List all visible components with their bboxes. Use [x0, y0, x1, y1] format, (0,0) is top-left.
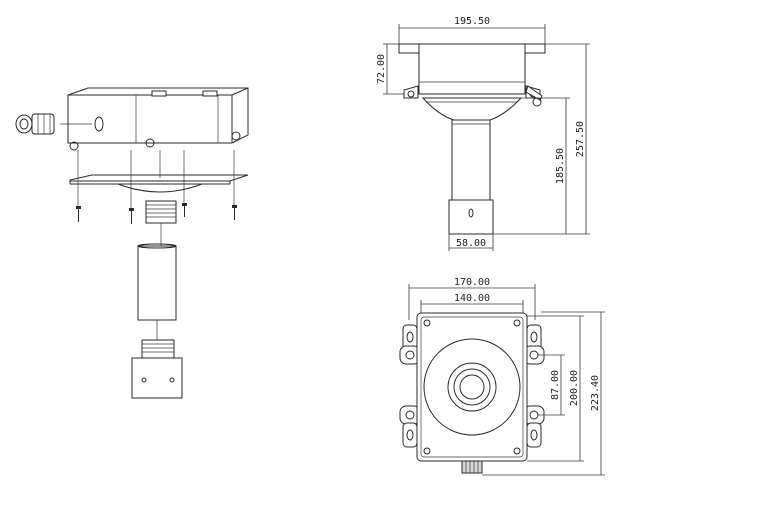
dim-plate-height-inner-label: 200.00 — [569, 370, 580, 406]
dim-top-width: 195.50 — [398, 16, 546, 44]
side-elevation-view: 195.50 58.00 — [376, 16, 590, 251]
dim-pole-height: 185.50 — [493, 97, 590, 235]
dim-total-height-label: 257.50 — [575, 121, 586, 157]
dim-top-width-label: 195.50 — [454, 16, 490, 27]
pole-tube — [137, 243, 177, 340]
junction-box — [60, 87, 249, 151]
dim-pole-diameter-label: 58.00 — [456, 238, 486, 249]
dim-pole-height-label: 185.50 — [555, 148, 566, 184]
box-outline — [416, 312, 528, 462]
center-flange — [423, 338, 521, 436]
cable-entry — [461, 460, 483, 474]
dim-total-height: 257.50 — [545, 43, 590, 234]
dim-hole-spacing-label: 87.00 — [550, 370, 561, 400]
dim-hole-spacing: 87.00 — [538, 354, 565, 416]
cable-gland — [15, 113, 55, 135]
dim-plate-width-outer-label: 170.00 — [454, 277, 490, 288]
exploded-view — [15, 87, 249, 399]
pole-adapter — [131, 339, 183, 399]
dim-plate-width-inner-label: 140.00 — [454, 293, 490, 304]
dim-box-height-label: 72.00 — [376, 54, 387, 84]
dim-plate-height-outer-label: 223.40 — [590, 375, 601, 411]
dim-plate-height-inner: 200.00 — [527, 315, 584, 462]
threaded-nipple — [145, 200, 177, 246]
screw-set — [76, 150, 237, 224]
top-plan-view: 170.00 140.00 — [399, 277, 605, 476]
corner-screws — [423, 319, 521, 455]
dim-box-height: 72.00 — [376, 43, 404, 95]
dim-plate-width-inner: 140.00 — [420, 293, 524, 313]
dim-pole-diameter: 58.00 — [448, 234, 494, 251]
mounting-plate — [69, 150, 249, 193]
dim-plate-height-outer: 223.40 — [482, 311, 605, 476]
dim-plate-width-outer: 170.00 — [408, 277, 536, 320]
